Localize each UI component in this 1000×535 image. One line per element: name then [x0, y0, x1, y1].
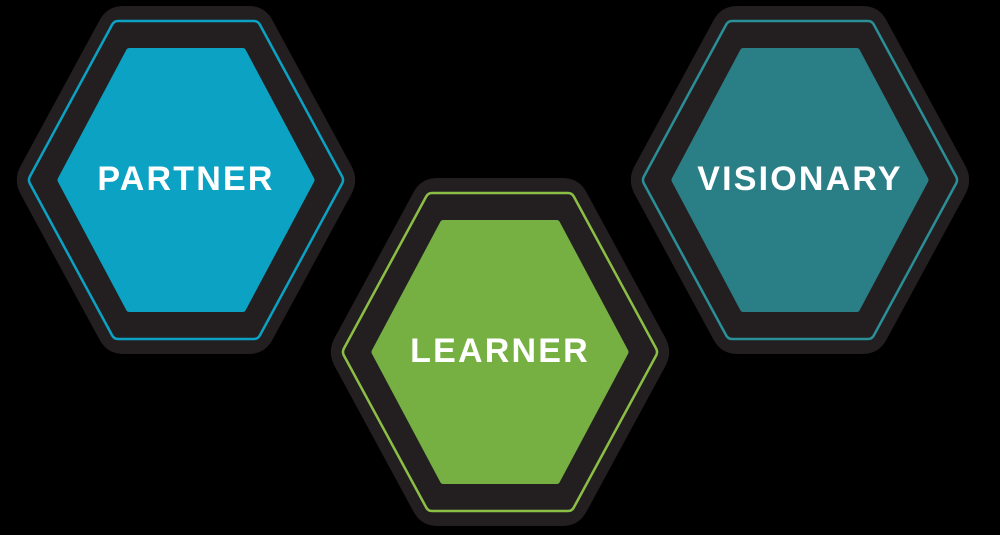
- hexagon-visionary[interactable]: VISIONARY: [630, 6, 970, 354]
- visionary-accent-outline: [641, 19, 959, 341]
- hexagon-partner[interactable]: PARTNER: [16, 6, 356, 354]
- partner-accent-outline: [27, 19, 345, 341]
- visionary-label: VISIONARY: [697, 160, 903, 198]
- hexagon-learner[interactable]: LEARNER: [330, 178, 670, 526]
- partner-label: PARTNER: [97, 160, 274, 198]
- partner-fill: [57, 48, 315, 312]
- visionary-fill: [671, 48, 929, 312]
- learner-label: LEARNER: [410, 332, 590, 370]
- learner-accent-outline: [341, 191, 659, 513]
- learner-fill: [371, 220, 629, 484]
